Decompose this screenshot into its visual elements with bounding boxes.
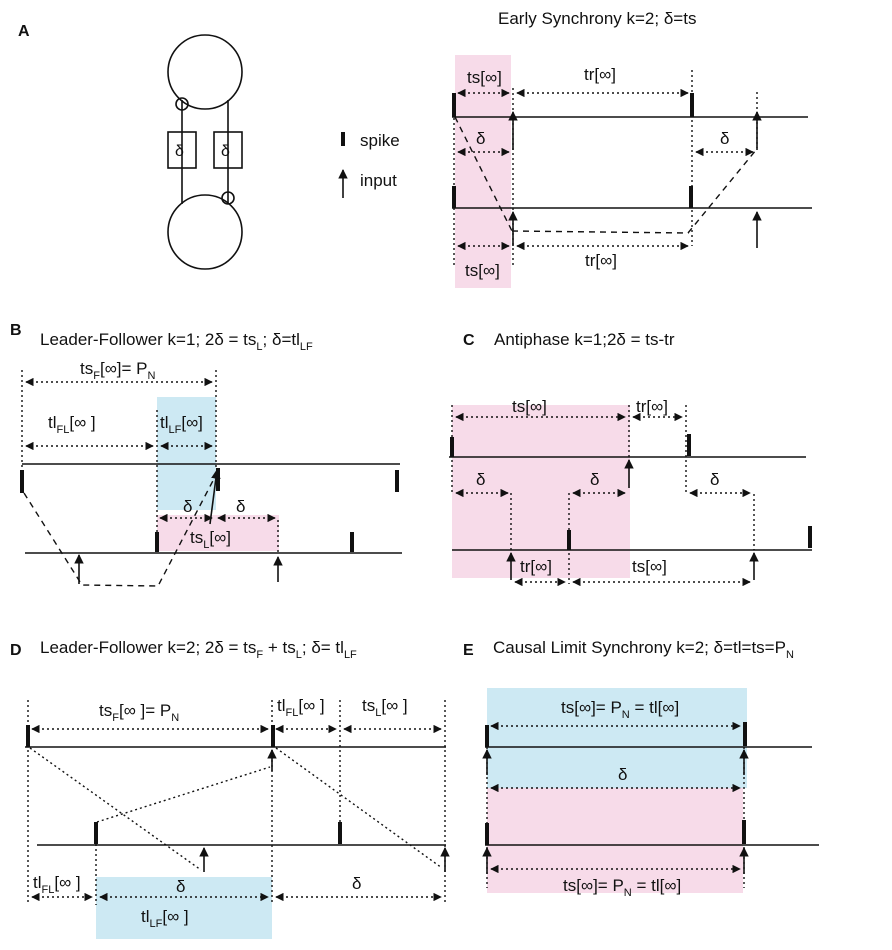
d-tsL: tsL[∞ ]: [362, 696, 408, 719]
panel-a-title: Early Synchrony k=2; δ=ts: [498, 9, 696, 28]
c-delta3: δ: [710, 470, 719, 489]
neuron-top: [167, 34, 243, 110]
tlLF-highlight: [157, 397, 216, 510]
delay-box-left: [167, 131, 197, 169]
network-schematic: δ δ: [167, 34, 243, 270]
c-delta1: δ: [476, 470, 485, 489]
panel-c-letter: C: [463, 332, 475, 349]
delay-box-right: [213, 131, 243, 169]
panel-a: A Early Synchrony k=2; δ=ts δ δ spike in…: [18, 9, 812, 288]
panel-b-letter: B: [10, 322, 22, 339]
b-tlLF: tlLF[∞]: [160, 413, 203, 436]
d-tsF: tsF[∞ ]= PN: [99, 701, 179, 724]
e-bottom-label: ts[∞]= PN = tl[∞]: [563, 876, 681, 899]
c-ts-top: ts[∞]: [512, 397, 547, 416]
panel-d-title: Leader-Follower k=2; 2δ = tsF + tsL; δ= …: [40, 638, 357, 661]
legend-spike-label: spike: [360, 131, 400, 150]
a-ts-top: ts[∞]: [467, 68, 502, 87]
delay-symbol-left: δ: [175, 143, 184, 160]
panel-e-letter: E: [463, 642, 474, 659]
a-ts-bottom: ts[∞]: [465, 261, 500, 280]
e-top-label: ts[∞]= PN = tl[∞]: [561, 698, 679, 721]
b-tsL: tsL[∞]: [190, 528, 231, 551]
c-ts-bottom: ts[∞]: [632, 557, 667, 576]
panel-b: B Leader-Follower k=1; 2δ = tsL; δ=tlLF …: [10, 322, 402, 587]
c-delta2: δ: [590, 470, 599, 489]
b-tlFL: tlFL[∞ ]: [48, 413, 96, 436]
d-tlFL-bottom: tlFL[∞ ]: [33, 873, 81, 896]
synapse-bottom: [221, 191, 235, 205]
panel-b-title: Leader-Follower k=1; 2δ = tsL; δ=tlLF: [40, 330, 313, 353]
b-tsF: tsF[∞]= PN: [80, 359, 156, 382]
d-delta2: δ: [352, 874, 361, 893]
d-delta1: δ: [176, 877, 185, 896]
panel-e: E Causal Limit Synchrony k=2; δ=tl=ts=PN…: [463, 638, 819, 899]
d-tlFL: tlFL[∞ ]: [277, 696, 325, 719]
panel-c: C Antiphase k=1;2δ = ts-tr ts[∞] tr[∞] δ…: [449, 330, 812, 587]
neuron-bottom: [167, 194, 243, 270]
c-tr-bottom: tr[∞]: [520, 557, 552, 576]
panel-e-title: Causal Limit Synchrony k=2; δ=tl=ts=PN: [493, 638, 794, 661]
c-tr-top: tr[∞]: [636, 397, 668, 416]
b-delta2: δ: [236, 497, 245, 516]
e-pink-highlight: [487, 788, 743, 893]
panel-d-letter: D: [10, 642, 22, 659]
antiphase-highlight: [452, 405, 630, 578]
ts-highlight: [455, 55, 511, 288]
legend-input-label: input: [360, 171, 397, 190]
legend: spike input: [338, 131, 400, 198]
a-tr-bottom: tr[∞]: [585, 251, 617, 270]
d-tlLF: tlLF[∞ ]: [141, 907, 189, 930]
b-delta1: δ: [183, 497, 192, 516]
e-blue-highlight: [487, 688, 747, 788]
a-tr-top: tr[∞]: [584, 65, 616, 84]
panel-c-title: Antiphase k=1;2δ = ts-tr: [494, 330, 675, 349]
tlLF-highlight-d: [96, 877, 272, 939]
a-delta-left: δ: [476, 129, 485, 148]
panel-a-letter: A: [18, 23, 30, 40]
panel-d: D Leader-Follower k=2; 2δ = tsF + tsL; δ…: [10, 638, 450, 939]
e-delta: δ: [618, 765, 627, 784]
synapse-top: [175, 97, 189, 111]
delay-symbol-right: δ: [221, 143, 230, 160]
a-delta-right: δ: [720, 129, 729, 148]
